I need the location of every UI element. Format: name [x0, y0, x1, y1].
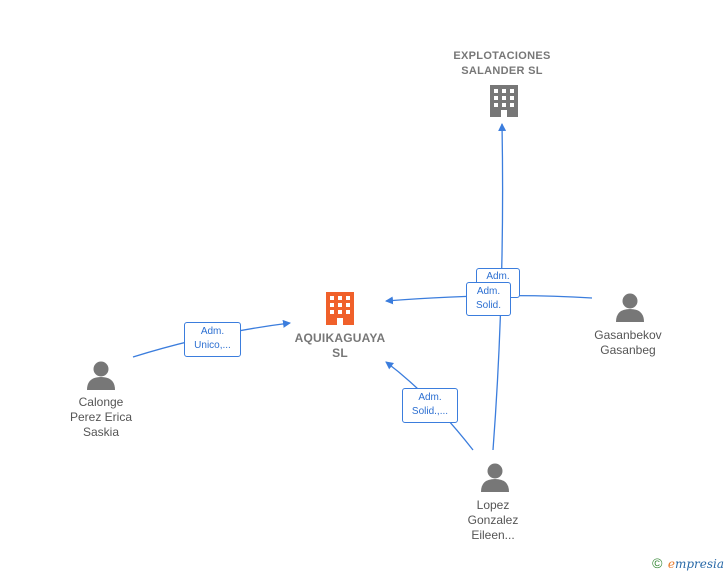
- edge-label-line: Adm.: [476, 286, 501, 297]
- node-label-line: Lopez: [476, 498, 510, 512]
- node-label-line: Gasanbekov: [594, 328, 662, 342]
- copyright-symbol: ©: [652, 555, 663, 571]
- edge-label-calonge[interactable]: Adm. Unico,...: [184, 322, 241, 357]
- building-icon: [490, 85, 518, 117]
- node-label-line: Eileen...: [471, 528, 515, 542]
- node-label-line: Calonge: [78, 395, 124, 409]
- node-aquikaguaya-label[interactable]: AQUIKAGUAYA SL: [270, 331, 410, 361]
- node-explotaciones-label[interactable]: EXPLOTACIONES SALANDER SL: [432, 49, 572, 79]
- node-lopez-label[interactable]: Lopez Gonzalez Eileen...: [433, 498, 553, 543]
- brand-name: mpresia: [674, 557, 724, 571]
- empresia-logo[interactable]: © empresia: [652, 555, 724, 571]
- edge-label-line: Adm.: [200, 326, 225, 337]
- edge-label-line: Unico,...: [194, 340, 231, 351]
- node-calonge-label[interactable]: Calonge Perez Erica Saskia: [41, 395, 161, 440]
- node-label-line: Gasanbeg: [600, 343, 656, 357]
- edge-label-line: Adm.: [418, 392, 442, 403]
- node-label-line: SL: [332, 346, 348, 360]
- node-label-line: Perez Erica: [69, 410, 133, 424]
- person-icon: [481, 463, 509, 492]
- edge-label-line: Adm.: [486, 271, 510, 282]
- person-icon: [87, 361, 115, 390]
- edge-label-lopez[interactable]: Adm. Solid.,...: [402, 388, 458, 423]
- node-gasanbekov-label[interactable]: Gasanbekov Gasanbeg: [568, 328, 688, 358]
- node-label-line: AQUIKAGUAYA: [294, 331, 386, 345]
- brand-initial: e: [667, 557, 675, 571]
- node-label-line: EXPLOTACIONES: [453, 50, 551, 62]
- edge-label-line: Solid.: [475, 300, 501, 311]
- edge-label-gasanbekov[interactable]: Adm. Solid.: [466, 282, 511, 316]
- node-label-line: Saskia: [82, 425, 120, 439]
- edge-label-line: Solid.,...: [411, 406, 449, 417]
- building-focus-icon: [326, 292, 354, 325]
- node-label-line: Gonzalez: [467, 513, 519, 527]
- person-icon: [616, 293, 644, 322]
- node-label-line: SALANDER SL: [461, 65, 543, 77]
